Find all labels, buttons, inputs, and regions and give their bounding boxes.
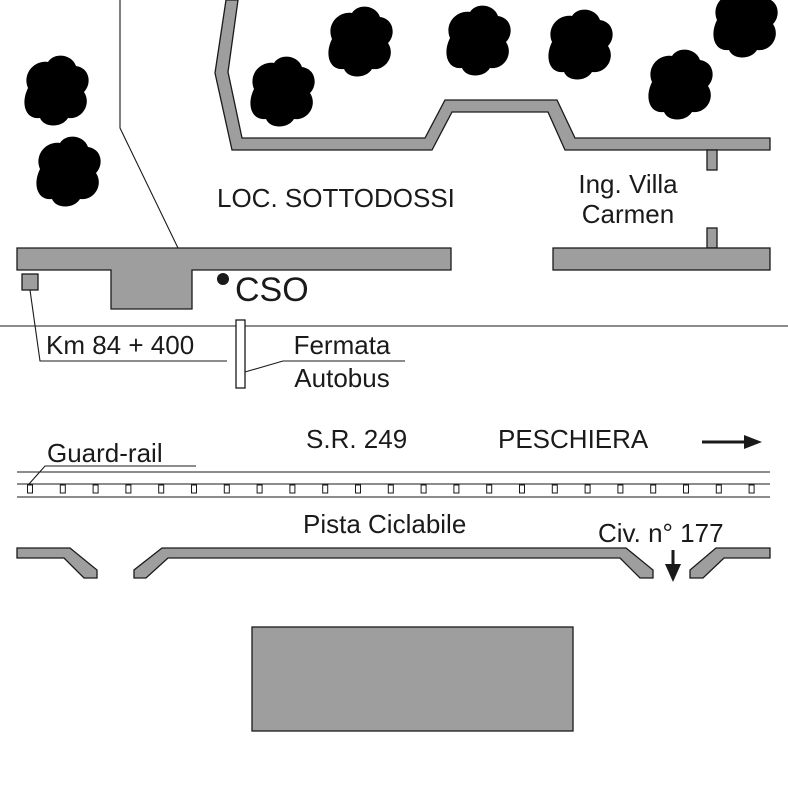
guardrail-post [748,484,755,494]
tree-icon [446,5,511,76]
gate-post-bottom [706,227,718,249]
tree-icon [713,0,778,58]
bus-stop-label-line2: Autobus [294,363,389,393]
guardrail-post [191,484,197,494]
tree-icon [250,56,315,127]
km-label: Km 84 + 400 [46,330,194,360]
guardrail-post [223,484,230,494]
dot-marker-icon [217,273,229,285]
bike-path-label: Pista Ciclabile [303,509,466,539]
bus-stop-leader [244,360,405,373]
guardrail-post [289,484,296,494]
arrow-down-icon [665,550,681,582]
left-building [16,247,452,310]
gate-post-top [706,149,718,171]
arrow-right-icon [702,435,762,449]
bike-path-wall-left [16,547,98,579]
guard-rail [17,471,770,498]
guardrail-post [650,484,657,494]
upper-wall [214,0,771,151]
guardrail-post [453,484,460,494]
guardrail-post [125,484,132,494]
bus-stop-sign [235,319,246,389]
km-leader-line [29,289,227,362]
guardrail-leader [28,465,196,485]
cso-label: CSO [235,271,309,309]
guardrail-post [584,484,591,494]
villa-label-line1: Ing. Villa [578,169,678,199]
tree-icon [36,136,101,207]
bus-stop-label-line1: Fermata [294,330,391,360]
tree-icon [648,49,713,120]
villa-label-line2: Carmen [582,199,674,229]
tree-icon [24,55,89,126]
guardrail-post [420,484,427,494]
guardrail-post [387,484,394,494]
property-boundary [119,0,179,249]
guardrail-post [617,484,624,494]
guardrail-post [158,484,165,494]
guardrail-post [551,484,558,494]
tree-icon [328,6,393,77]
guardrail-post [27,484,33,494]
guardrail-post [322,484,329,494]
locality-label: LOC. SOTTODOSSI [217,183,455,213]
guardrail-post [355,484,361,494]
road-label: S.R. 249 [306,424,407,454]
bike-path-wall-right [689,547,771,579]
guardrail-label: Guard-rail [47,438,163,468]
civic-number-label: Civ. n° 177 [598,518,724,548]
destination-label: PESCHIERA [498,424,649,454]
guardrail-post [486,484,493,494]
guardrail-post [59,484,66,494]
guardrail-post [683,484,689,494]
tree-icon [548,9,613,80]
bike-path-wall-middle [133,547,654,579]
guardrail-post [256,484,263,494]
lower-building [251,626,574,732]
right-wall [552,247,771,271]
guardrail-post [519,484,525,494]
guardrail-post [92,484,99,494]
km-marker-box [21,273,39,291]
guardrail-post [715,484,722,494]
